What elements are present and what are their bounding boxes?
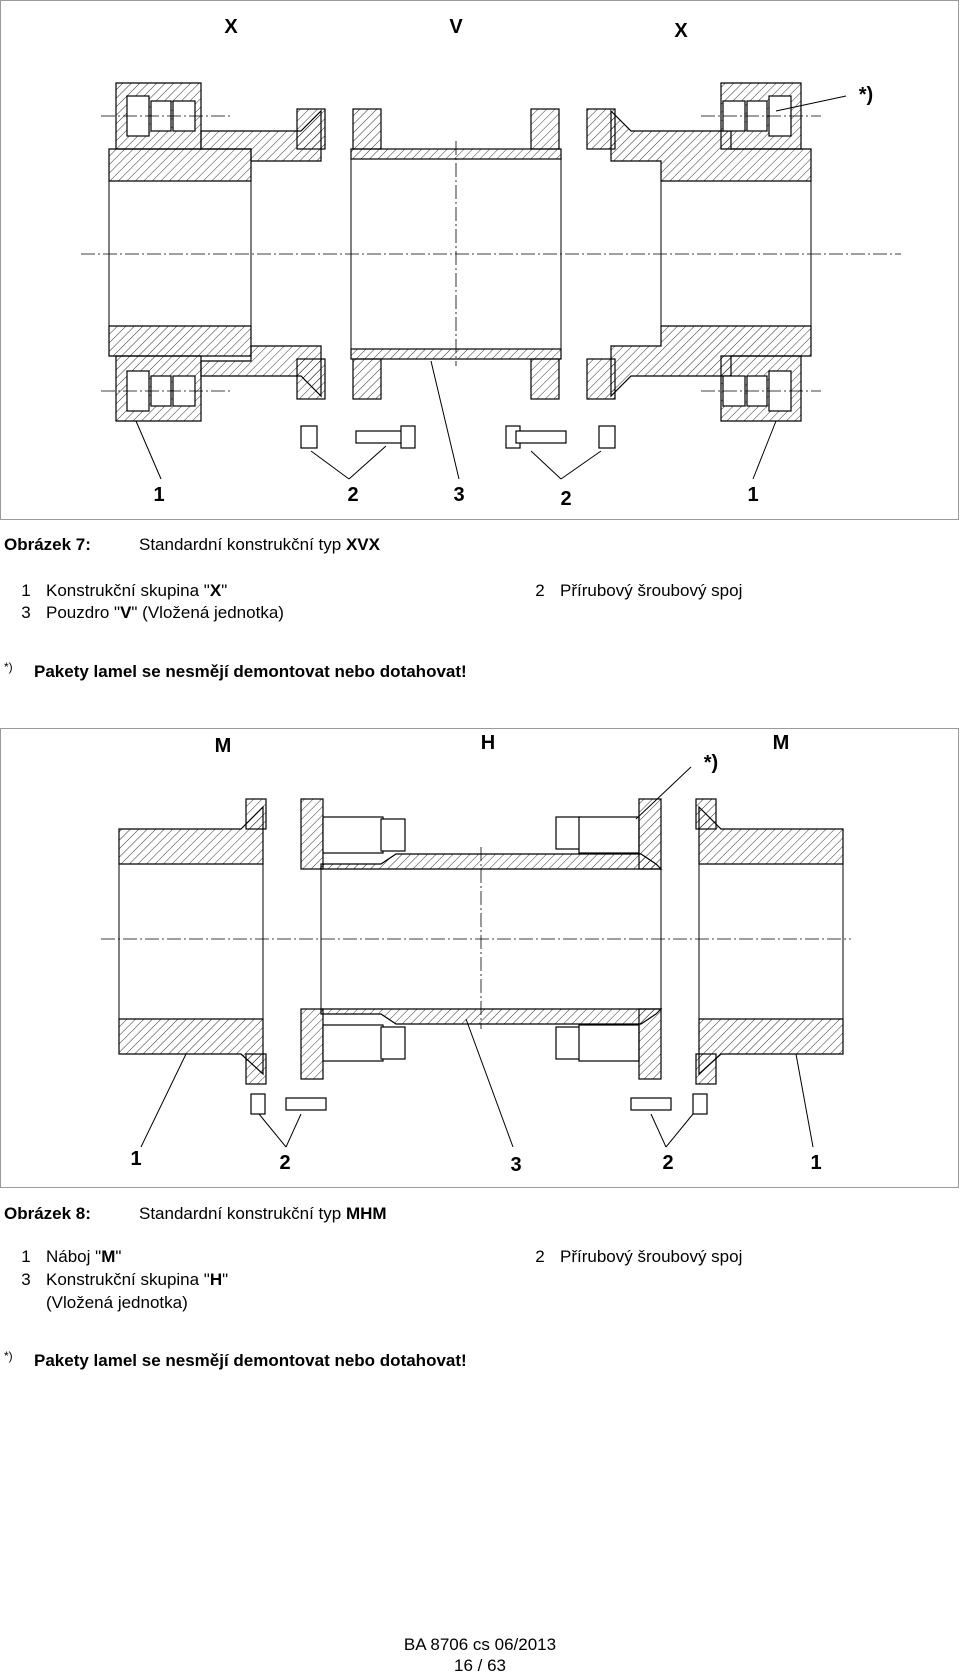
legend-text: Přírubový šroubový spoj — [560, 1247, 743, 1266]
figure-7-warning-note: *) Pakety lamel se nesmějí demontovat neb… — [4, 660, 467, 682]
middle-sleeve-v — [350, 108, 562, 400]
legend-text: Náboj " — [46, 1247, 102, 1266]
flange-bolts — [250, 1093, 708, 1115]
caption-text: Standardní konstrukční typ — [139, 1204, 346, 1223]
figure-7-drawing: X V X *) 1 2 3 2 1 — [0, 0, 959, 520]
legend-number: 2 — [535, 581, 545, 600]
label-note-marker: *) — [859, 84, 873, 106]
coupling-xvx-drawing: X V X *) 1 2 3 2 1 — [81, 16, 901, 510]
caption-type: XVX — [345, 535, 380, 554]
legend-text: " (Vložená jednotka) — [131, 603, 284, 622]
figure-8-caption: Obrázek 8: Standardní konstrukční typ MHM — [4, 1204, 387, 1224]
legend-text: Konstrukční skupina " — [46, 581, 210, 600]
legend-number: 2 — [535, 1247, 545, 1266]
legend-text: Pouzdro " — [46, 603, 121, 622]
legend-number: 1 — [21, 581, 31, 600]
figure-7-legend-item-2: 2 Přírubový šroubový spoj — [520, 580, 742, 602]
label-1-left: 1 — [153, 484, 164, 506]
label-2-right: 2 — [560, 488, 571, 510]
leader-lines — [135, 95, 847, 480]
figure-8-drawing: M H M *) 1 2 3 2 1 — [0, 728, 959, 1188]
figure-8-warning-note: *) Pakety lamel se nesmějí demontovat neb… — [4, 1349, 467, 1371]
legend-text: Konstrukční skupina " — [46, 1270, 210, 1289]
label-m-right: M — [773, 732, 790, 754]
legend-number: 1 — [21, 1247, 31, 1266]
label-2-left: 2 — [347, 484, 358, 506]
caption-type: MHM — [345, 1204, 387, 1223]
right-hub-x — [586, 82, 821, 422]
caption-number: Obrázek 7: — [4, 535, 91, 554]
legend-bold: M — [101, 1247, 116, 1266]
label-1-left: 1 — [130, 1148, 141, 1170]
label-1-right: 1 — [810, 1152, 821, 1174]
left-hub-m — [118, 798, 267, 1085]
flange-bolts — [300, 425, 616, 449]
leader-lines — [140, 766, 814, 1148]
label-3: 3 — [510, 1154, 521, 1176]
legend-bold: V — [120, 603, 132, 622]
figure-7-legend-item-1: 1 Konstrukční skupina "X" — [6, 580, 227, 602]
coupling-mhm-drawing: M H M *) 1 2 3 2 1 — [101, 732, 851, 1176]
caption-text: Standardní konstrukční typ — [139, 535, 346, 554]
label-2-left: 2 — [279, 1152, 290, 1174]
note-text: Pakety lamel se nesmějí demontovat nebo … — [34, 1351, 467, 1370]
left-hub-x — [101, 82, 326, 422]
label-note-marker: *) — [704, 752, 718, 774]
legend-bold: H — [209, 1270, 223, 1289]
note-text: Pakety lamel se nesmějí demontovat nebo … — [34, 662, 467, 681]
note-marker: *) — [4, 1349, 13, 1363]
legend-text: " — [222, 1270, 229, 1289]
legend-text: " — [221, 581, 228, 600]
footer-doc-ref: BA 8706 cs 06/2013 — [403, 1635, 557, 1654]
footer-page-number: 16 / 63 — [454, 1656, 506, 1675]
figure-8-legend-item-1: 1 Náboj "M" — [6, 1246, 121, 1268]
figure-8-legend-item-3-continued: (Vložená jednotka) — [6, 1292, 188, 1314]
label-2-right: 2 — [662, 1152, 673, 1174]
caption-number: Obrázek 8: — [4, 1204, 91, 1223]
label-x-right: X — [674, 20, 688, 42]
figure-7-caption: Obrázek 7: Standardní konstrukční typ XVX — [4, 535, 380, 555]
figure-8-legend-item-3: 3 Konstrukční skupina "H" — [6, 1269, 228, 1291]
legend-number: 3 — [21, 1270, 31, 1289]
legend-text: (Vložená jednotka) — [46, 1293, 188, 1312]
figure-8-legend-item-2: 2 Přírubový šroubový spoj — [520, 1246, 742, 1268]
label-m-left: M — [215, 735, 232, 757]
middle-group-h — [300, 798, 663, 1080]
label-1-right: 1 — [747, 484, 758, 506]
label-3: 3 — [453, 484, 464, 506]
legend-number: 3 — [21, 603, 31, 622]
right-hub-m — [695, 798, 844, 1085]
legend-text: Přírubový šroubový spoj — [560, 581, 743, 600]
label-v: V — [449, 16, 463, 38]
figure-7-legend-item-3: 3 Pouzdro "V" (Vložená jednotka) — [6, 602, 284, 624]
label-h: H — [481, 732, 495, 754]
legend-text: " — [115, 1247, 122, 1266]
note-marker: *) — [4, 660, 13, 674]
label-x-left: X — [224, 16, 238, 38]
legend-bold: X — [209, 581, 222, 600]
